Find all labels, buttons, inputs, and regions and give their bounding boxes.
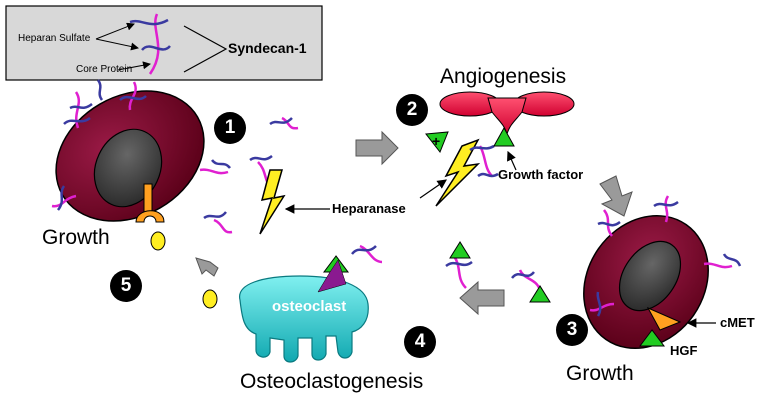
osteoclast-label: osteoclast bbox=[272, 298, 347, 315]
step-badge-4: 4 bbox=[404, 326, 436, 358]
svg-text:+: + bbox=[432, 133, 440, 149]
cytokine-dot-1 bbox=[150, 231, 166, 251]
step-badge-2: 2 bbox=[396, 94, 428, 126]
myeloma-cell-left bbox=[51, 79, 231, 223]
shed-syndecans-1 bbox=[203, 116, 299, 234]
syndecan-label: Syndecan-1 bbox=[228, 40, 307, 56]
blood-vessel bbox=[439, 91, 575, 136]
growth-left-label: Growth bbox=[42, 226, 110, 249]
growth-factor-triangle-plus bbox=[425, 131, 449, 153]
heparanase-bolt-middle bbox=[435, 138, 481, 207]
receptor-cup bbox=[135, 210, 165, 223]
hgf-label: HGF bbox=[670, 343, 698, 358]
cytokine-dot-2 bbox=[202, 289, 218, 309]
osteoclast-cell bbox=[239, 259, 369, 363]
hgf-triangle bbox=[639, 329, 665, 347]
osteoclastogenesis-label: Osteoclastogenesis bbox=[240, 370, 424, 393]
growth-factor-label: Growth factor bbox=[498, 167, 584, 182]
cycle-arrows bbox=[195, 130, 633, 316]
cmet-label: cMET bbox=[720, 315, 755, 330]
step-badge-1: 1 bbox=[214, 112, 246, 144]
legend-box bbox=[5, 5, 323, 81]
angiogenesis-label: Angiogenesis bbox=[440, 65, 567, 88]
cmet-receptor bbox=[646, 306, 682, 331]
step-badge-5: 5 bbox=[110, 270, 142, 302]
myeloma-cell-right bbox=[583, 195, 742, 350]
growth-factor-triangle bbox=[493, 126, 515, 147]
heparanase-bolt-left bbox=[259, 169, 286, 235]
growth-right-label: Growth bbox=[566, 362, 634, 385]
heparan-sulfate-label: Heparan Sulfate bbox=[18, 33, 91, 44]
core-protein-label: Core Protein bbox=[76, 64, 133, 75]
step-badge-3: 3 bbox=[556, 314, 588, 346]
heparanase-label: Heparanase bbox=[332, 201, 406, 216]
